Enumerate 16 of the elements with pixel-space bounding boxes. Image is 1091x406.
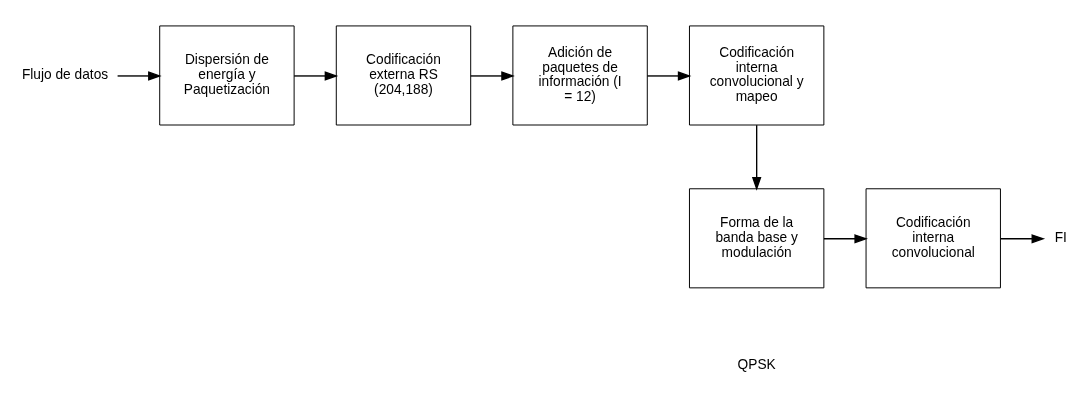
arrow bbox=[116, 71, 162, 81]
arrow bbox=[470, 71, 515, 81]
arrow bbox=[293, 71, 339, 81]
node-box: Adición de paquetes de información (I = 12) bbox=[512, 25, 648, 126]
node-text: FI bbox=[1054, 229, 1067, 245]
label: QPSK bbox=[737, 357, 776, 373]
node-box: Forma de la banda base y modulación bbox=[689, 188, 825, 289]
node-box: Codificación externa RS (204,188) bbox=[335, 25, 472, 126]
node-text: Flujo de datos bbox=[21, 67, 109, 83]
arrow bbox=[823, 234, 868, 244]
arrow bbox=[646, 71, 692, 81]
node-box: Dispersión de energía y Paquetización bbox=[159, 25, 295, 126]
arrow bbox=[751, 124, 762, 191]
arrow bbox=[1000, 234, 1046, 244]
node-box: Codificación interna convolucional y mapeo bbox=[689, 25, 825, 126]
node-box: Codificación interna convolucional bbox=[865, 188, 1001, 289]
